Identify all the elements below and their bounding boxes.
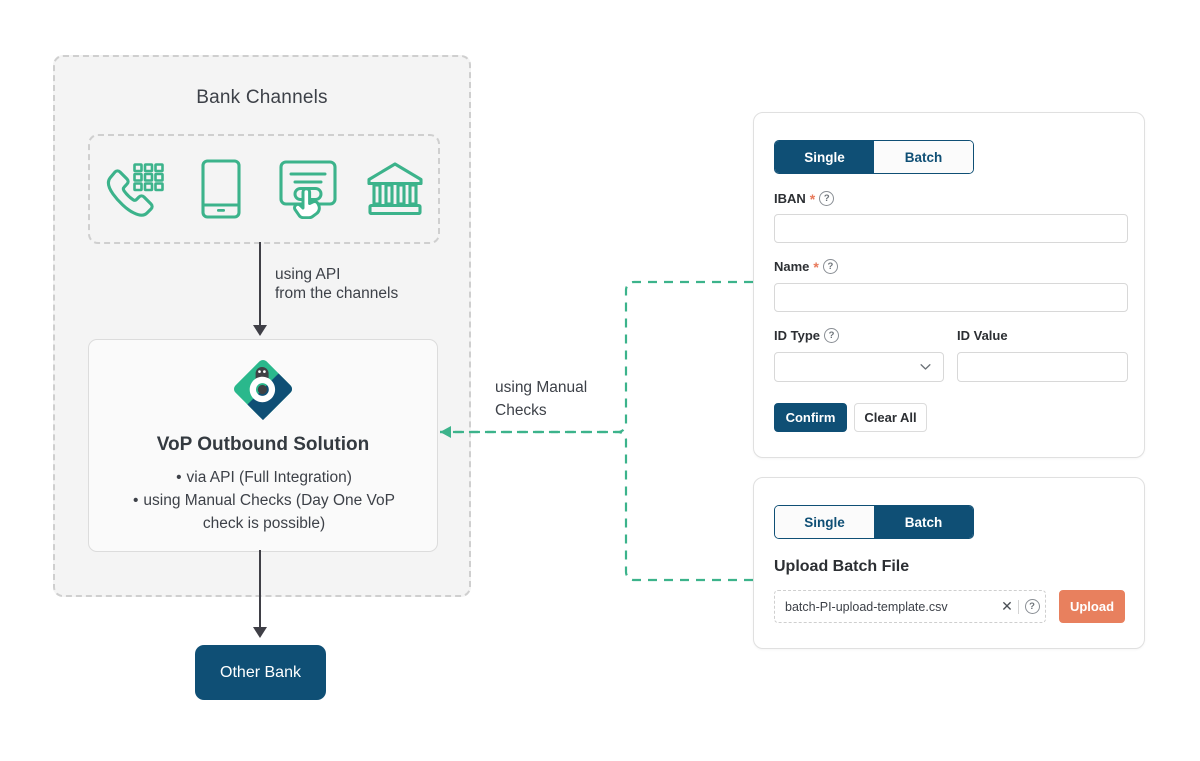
id-value-label-text: ID Value [957, 328, 1008, 343]
manual-label-line1: using Manual [495, 379, 588, 396]
upload-help-icon[interactable]: ? [1019, 599, 1045, 614]
selected-file-name: batch-PI-upload-template.csv [785, 599, 948, 614]
divider [1018, 599, 1019, 614]
single-card-tab-group: Single Batch [774, 140, 974, 174]
id-value-label: ID Value [957, 328, 1008, 343]
tab-single-batchcard-label: Single [804, 514, 845, 530]
bank-building-icon [364, 158, 426, 220]
bank-channels-container: Bank Channels [53, 55, 471, 597]
name-label-text: Name [774, 259, 810, 274]
bullet-dot: • [132, 492, 139, 509]
tab-single[interactable]: Single [775, 141, 874, 173]
upload-button[interactable]: Upload [1059, 590, 1125, 623]
tab-batch-label: Batch [904, 149, 943, 165]
iban-help-icon[interactable]: ? [819, 191, 835, 206]
name-required-asterisk: * [813, 258, 819, 275]
iban-required-asterisk: * [809, 190, 816, 207]
clear-file-icon[interactable]: ✕ [1001, 598, 1013, 614]
name-input[interactable] [774, 283, 1128, 312]
clear-all-button-label: Clear All [864, 410, 917, 425]
id-type-label-text: ID Type [774, 328, 820, 343]
single-check-card: Single Batch IBAN * ? Name * ? ID Type ? [753, 112, 1145, 458]
batch-card-tab-group: Single Batch [774, 505, 974, 539]
tab-batch-batchcard[interactable]: Batch [874, 506, 973, 538]
confirm-button-label: Confirm [785, 410, 836, 425]
vop-bullet-1: via API (Full Integration) [186, 469, 352, 486]
api-label-line2: from the channels [275, 285, 399, 302]
other-bank-arrow [253, 550, 267, 638]
id-value-input[interactable] [957, 352, 1128, 382]
tab-batch[interactable]: Batch [874, 141, 973, 173]
iban-label: IBAN * ? [774, 190, 835, 207]
iban-label-text: IBAN [774, 191, 806, 206]
bullet-dot: • [176, 469, 182, 486]
id-type-label: ID Type ? [774, 328, 839, 343]
api-label-line1: using API [275, 266, 341, 283]
name-help-icon[interactable]: ? [822, 259, 838, 274]
id-type-select[interactable] [774, 352, 944, 382]
tab-batch-batchcard-label: Batch [904, 514, 943, 530]
vop-bullet-2: using Manual Checks (Day One VoP [143, 492, 395, 509]
vop-bullet-2-cont: check is possible) [202, 515, 326, 532]
tab-single-batchcard[interactable]: Single [775, 506, 874, 538]
iban-input[interactable] [774, 214, 1128, 243]
online-form-click-icon [277, 158, 339, 220]
clear-all-button[interactable]: Clear All [854, 403, 927, 432]
file-drop-row[interactable]: batch-PI-upload-template.csv ✕ ? [774, 590, 1046, 623]
vop-bullet-list: •via API (Full Integration) •using Manua… [101, 466, 427, 535]
chevron-down-icon [920, 364, 931, 370]
upload-button-label: Upload [1069, 599, 1115, 614]
tab-single-label: Single [804, 149, 845, 165]
api-arrow-label: using API from the channels [275, 265, 398, 303]
vop-brand-logo [232, 358, 294, 421]
confirm-button[interactable]: Confirm [774, 403, 847, 432]
vop-outbound-solution-card: VoP Outbound Solution •via API (Full Int… [88, 339, 438, 552]
manual-checks-connector [440, 280, 753, 582]
mobile-phone-icon [190, 158, 252, 220]
manual-label-line2: Checks [495, 402, 547, 419]
other-bank-label: Other Bank [220, 663, 301, 681]
bank-channels-title: Bank Channels [196, 87, 328, 108]
api-arrow [253, 242, 267, 336]
name-label: Name * ? [774, 259, 838, 274]
upload-help-qmark: ? [1024, 599, 1040, 614]
other-bank-node: Other Bank [195, 645, 326, 700]
manual-checks-label: using Manual Checks [495, 376, 587, 422]
upload-batch-file-title: Upload Batch File [774, 558, 910, 575]
id-type-help-icon[interactable]: ? [824, 328, 839, 343]
vop-title: VoP Outbound Solution [156, 434, 370, 455]
phone-keypad-icon [103, 158, 165, 220]
batch-upload-card: Single Batch Upload Batch File batch-PI-… [753, 477, 1145, 649]
channel-icons-group [88, 134, 440, 244]
